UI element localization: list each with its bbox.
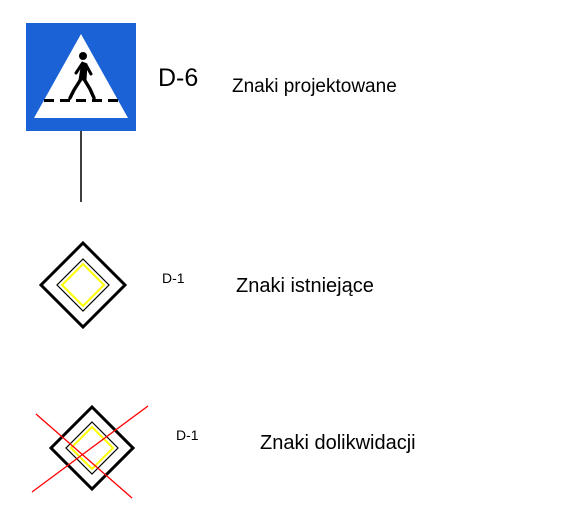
pedestrian-crossing-sign-icon: [26, 23, 136, 202]
priority-road-sign-icon: [38, 240, 128, 330]
projected-signs-label: Znaki projektowane: [232, 76, 397, 97]
to-liquidate-sign-code: D-1: [176, 427, 199, 443]
existing-sign-code: D-1: [162, 270, 185, 286]
projected-sign-code: D-6: [158, 64, 199, 92]
existing-signs-label: Znaki istniejące: [236, 275, 374, 297]
to-liquidate-signs-label: Znaki dolikwidacji: [260, 432, 416, 454]
crossed-priority-road-sign-icon: [31, 404, 149, 499]
